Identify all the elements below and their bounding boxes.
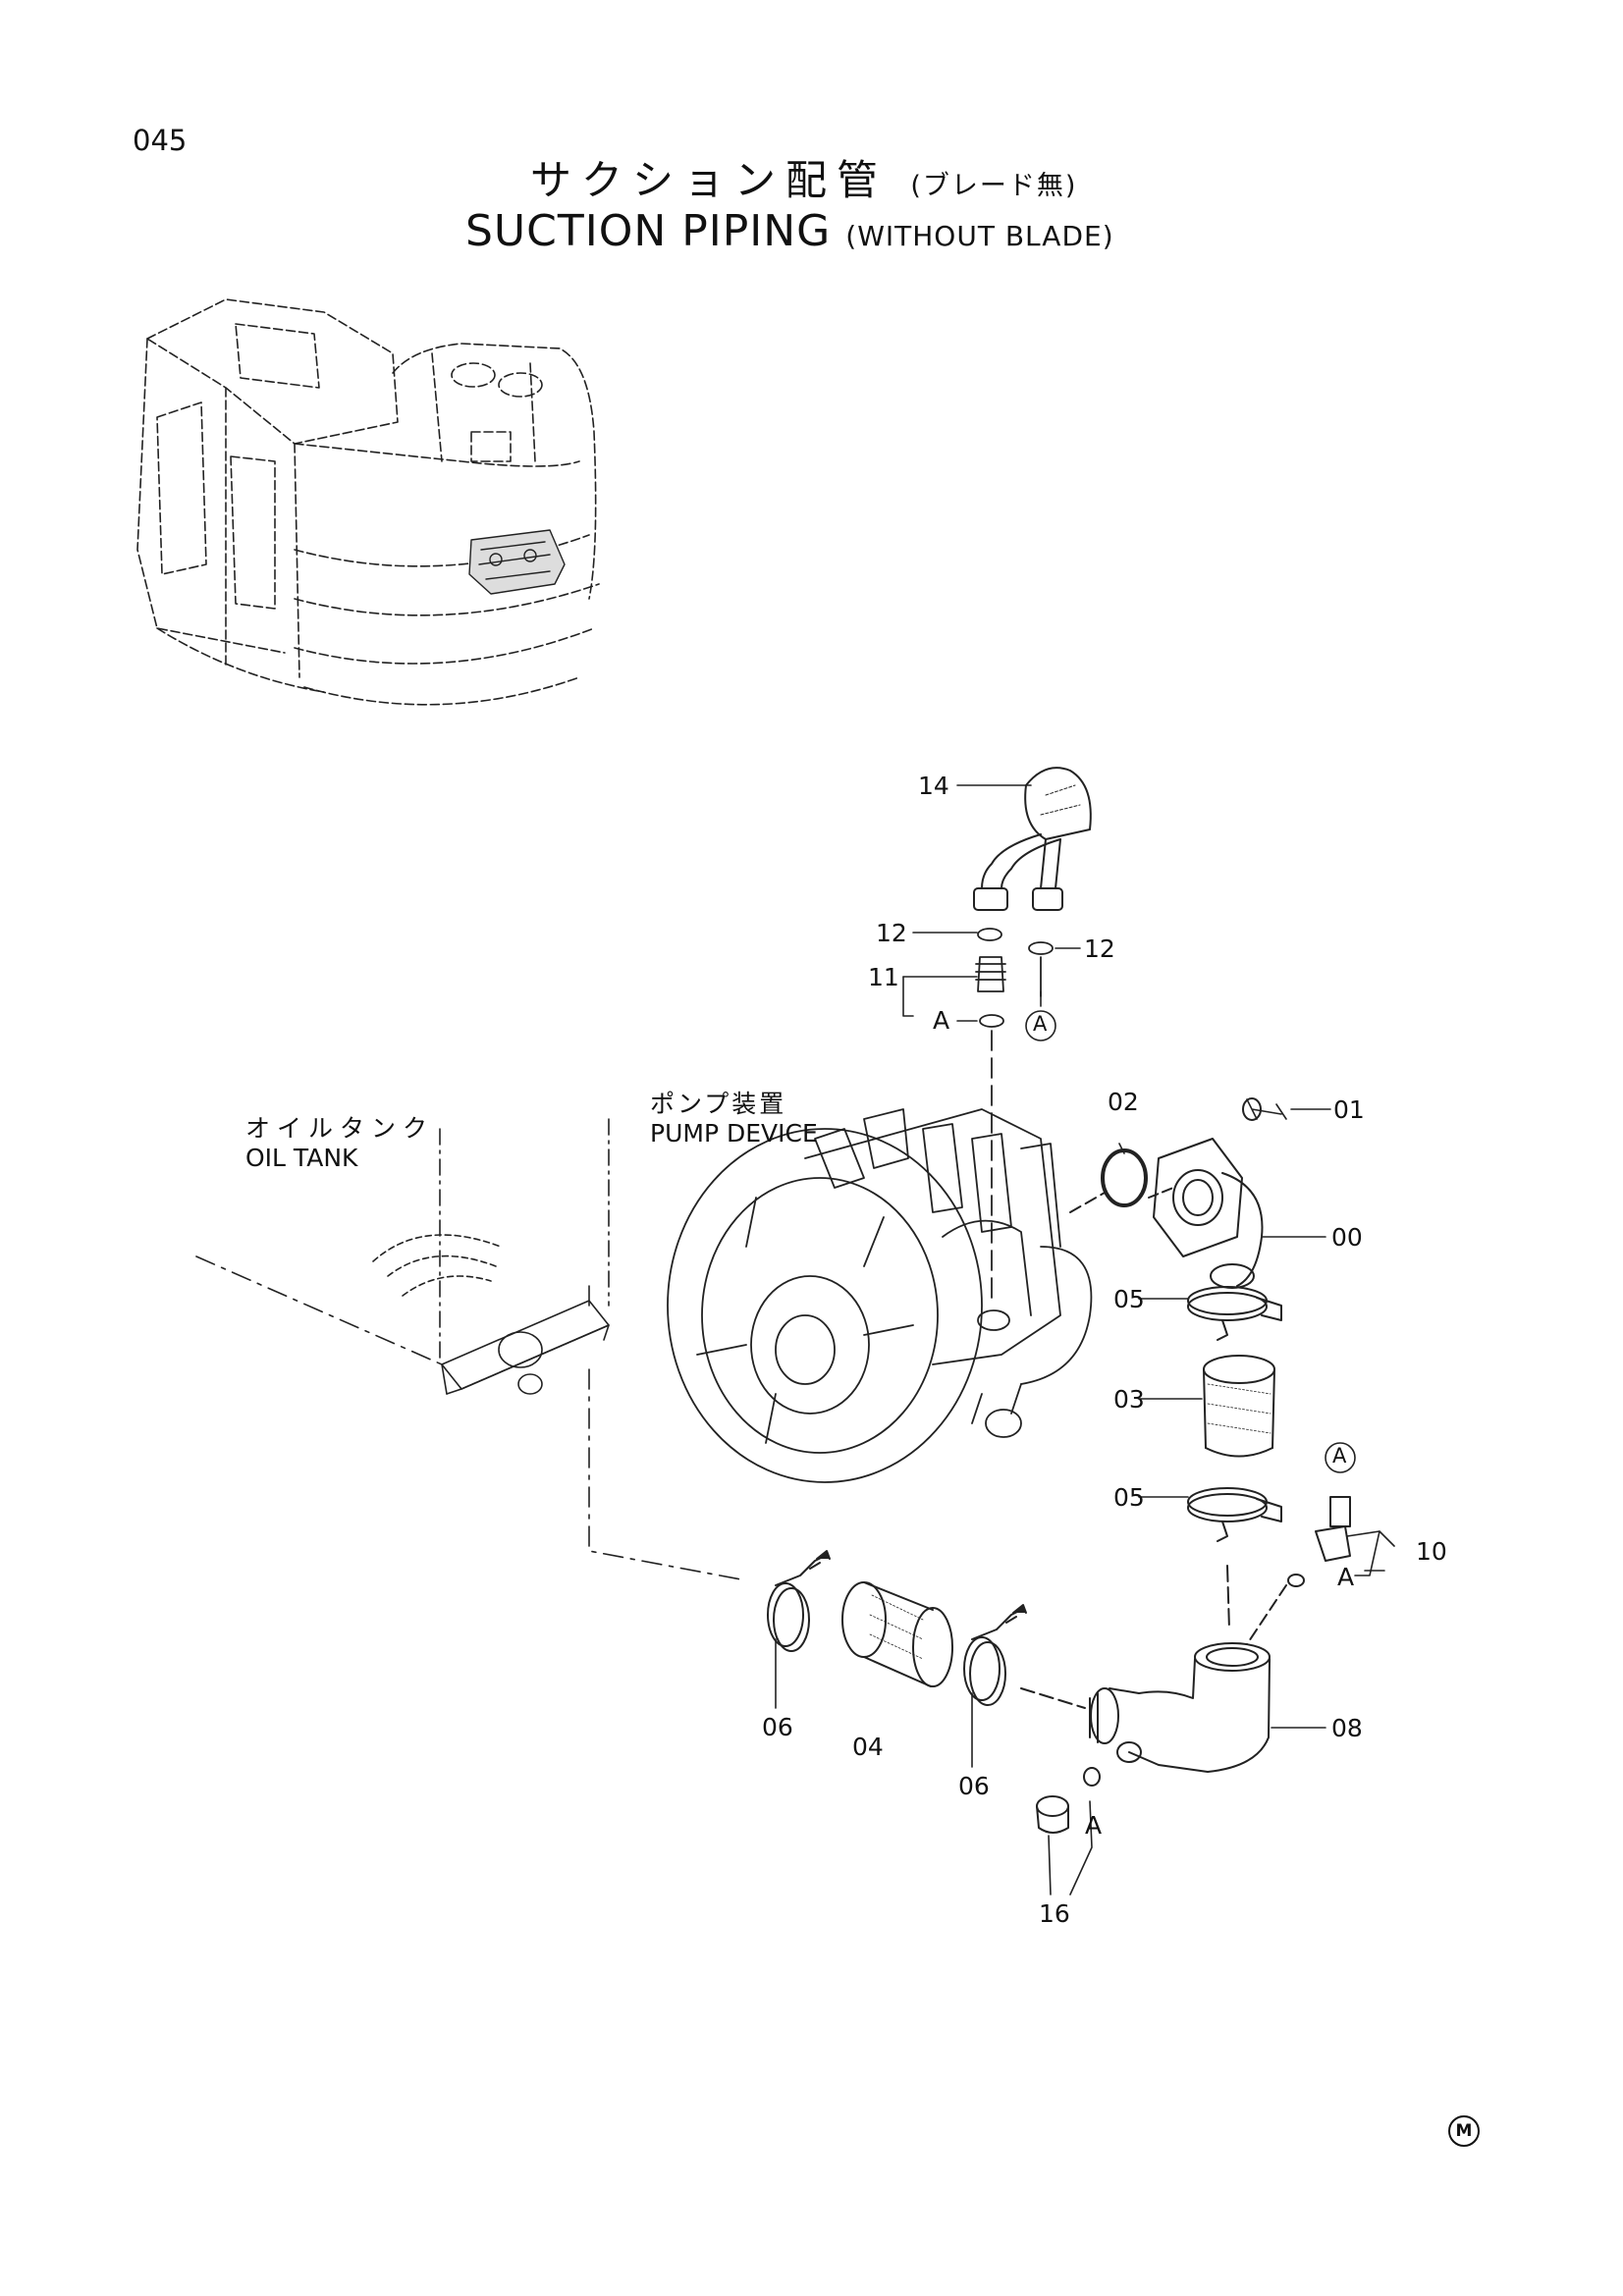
pump-device-label: ポンプ装置 PUMP DEVICE xyxy=(650,1090,818,1148)
title-english-main: SUCTION PIPING xyxy=(465,206,832,256)
part-number-06-right: 06 xyxy=(958,1772,990,1800)
part-number-12-right: 12 xyxy=(1084,934,1115,963)
part-number-16: 16 xyxy=(1039,1899,1070,1928)
title-japanese: サクション配管 (ブレード無) xyxy=(530,147,1077,207)
part-number-03: 03 xyxy=(1113,1385,1145,1414)
pump-highlight-in-overview xyxy=(469,530,565,594)
part-number-01: 01 xyxy=(1333,1095,1365,1124)
part-number-11: 11 xyxy=(868,963,899,991)
hose-03-drawing xyxy=(1204,1356,1274,1457)
fitting-stack-11-12 xyxy=(976,929,1053,1306)
part-number-04: 04 xyxy=(852,1733,884,1761)
title-japanese-sub: (ブレード無) xyxy=(910,171,1078,201)
pipe-14-drawing xyxy=(974,768,1091,910)
oil-tank-label-jp: オイルタンク xyxy=(245,1114,435,1143)
clamp-05-upper-drawing xyxy=(1188,1287,1281,1340)
ref-a-label-fitting-11: A xyxy=(933,1006,950,1035)
oil-tank-label-en: OIL TANK xyxy=(245,1144,358,1172)
ref-a-circle-top-label: A xyxy=(1033,1012,1048,1036)
clamp-05-lower-drawing xyxy=(1188,1488,1281,1629)
plug-16-drawing xyxy=(1037,1768,1100,1833)
oil-tank-label: オイルタンク OIL TANK xyxy=(245,1114,434,1173)
ref-a-circle-top xyxy=(1026,1011,1055,1041)
ref-a-label-plug-16: A xyxy=(1085,1811,1103,1840)
fitting-10-drawing xyxy=(1247,1497,1350,1644)
ref-a-circle-right-label: A xyxy=(1332,1444,1347,1468)
title-japanese-main: サクション配管 xyxy=(530,156,889,204)
part-number-05-upper: 05 xyxy=(1113,1285,1145,1313)
ref-a-label-fitting-10: A xyxy=(1337,1563,1355,1591)
pump-device-label-en: PUMP DEVICE xyxy=(650,1119,818,1148)
elbow-pipe-08-drawing xyxy=(1021,1643,1270,1772)
title-english-sub: (WITHOUT BLADE) xyxy=(845,220,1114,252)
part-number-14: 14 xyxy=(918,772,949,800)
excavator-overview-drawing xyxy=(137,299,599,705)
ref-a-circle-right xyxy=(1325,1443,1355,1472)
corner-mark-m: M xyxy=(1448,2115,1480,2147)
part-number-08: 08 xyxy=(1331,1714,1363,1742)
page-number: 045 xyxy=(133,124,188,157)
part-number-12-left: 12 xyxy=(876,919,907,947)
pump-device-drawing xyxy=(668,1109,1091,1482)
leader-lines xyxy=(776,785,1394,1895)
hose-04-drawing xyxy=(842,1582,952,1686)
part-number-10: 10 xyxy=(1416,1537,1447,1566)
flange-elbow-00-drawing xyxy=(1070,1098,1286,1288)
clamp-06-right-drawing xyxy=(964,1605,1026,1705)
suction-route-line xyxy=(589,1369,746,1580)
clamp-06-left-drawing xyxy=(768,1551,830,1651)
title-english: SUCTION PIPING (WITHOUT BLADE) xyxy=(465,206,1114,256)
part-number-00: 00 xyxy=(1331,1223,1363,1252)
part-number-06-left: 06 xyxy=(762,1713,793,1741)
pump-device-label-jp: ポンプ装置 xyxy=(650,1090,787,1118)
part-number-05-lower: 05 xyxy=(1113,1483,1145,1512)
part-number-02: 02 xyxy=(1108,1088,1139,1116)
oil-tank-drawing xyxy=(196,1119,609,1394)
